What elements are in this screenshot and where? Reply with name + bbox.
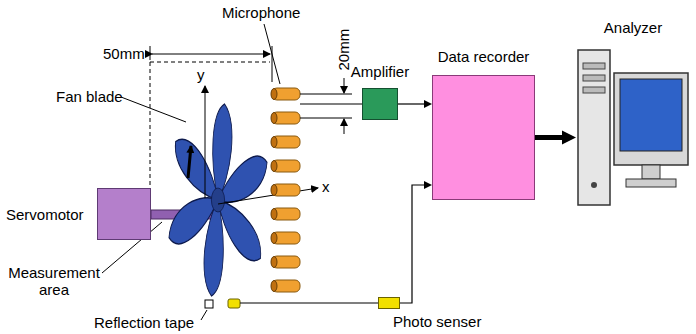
microphone-head	[271, 113, 277, 124]
leader-lines	[102, 24, 280, 320]
arrowhead	[562, 131, 576, 145]
part-label: Microphone	[222, 4, 300, 21]
arrowhead	[424, 100, 432, 108]
data-recorder-box: Data recorder	[432, 75, 535, 200]
microphone	[272, 208, 300, 220]
node-label: Data recorder	[438, 48, 530, 65]
servomotor-box: Servomotor	[97, 188, 151, 240]
axis-label: y	[197, 66, 205, 83]
arrowhead	[424, 181, 432, 189]
microphone-array	[271, 88, 300, 292]
node-label: Photo senser	[393, 313, 481, 330]
dimension-label: 20mm	[335, 29, 352, 71]
microphone-head	[271, 257, 277, 268]
axis-label: x	[322, 178, 330, 195]
signal-connector	[535, 131, 576, 145]
signal-connector	[400, 181, 432, 303]
part-label: Measurement area	[4, 264, 104, 299]
dimension-20mm	[300, 78, 352, 134]
connector-line	[398, 103, 425, 104]
reflection-tape	[205, 300, 213, 308]
connector-line	[535, 135, 563, 140]
microphone	[272, 232, 300, 244]
node-label: Amplifier	[351, 63, 409, 80]
x-axis	[218, 188, 318, 204]
microphone	[272, 256, 300, 268]
computer-icon	[576, 45, 690, 210]
microphone-head	[271, 161, 277, 172]
y-axis	[205, 86, 206, 198]
sensor-cable	[240, 302, 378, 303]
part-label: Fan blade	[56, 88, 123, 105]
node-label: Analyzer	[604, 19, 662, 36]
microphone-head	[271, 281, 277, 292]
microphone-head	[271, 89, 277, 100]
microphone	[272, 160, 300, 172]
microphone-head	[271, 233, 277, 244]
dimension-label: 50mm	[103, 45, 145, 62]
signal-connector	[398, 100, 432, 108]
photo-sensor-box: Photo senser	[378, 297, 400, 309]
microphone	[272, 112, 300, 124]
microphone-cable	[300, 103, 362, 104]
microphone	[272, 184, 300, 196]
connector-line	[400, 185, 425, 303]
fan-blade-drawing	[165, 104, 270, 296]
rotation-arrow	[188, 146, 191, 178]
amplifier-box: Amplifier	[362, 88, 398, 120]
microphone-head	[271, 185, 277, 196]
microphone	[272, 136, 300, 148]
microphone	[272, 88, 300, 100]
microphone-head	[271, 137, 277, 148]
microphone	[272, 280, 300, 292]
part-label: Reflection tape	[94, 314, 194, 331]
sensor-head	[228, 299, 240, 308]
dimension-50mm	[150, 46, 272, 82]
microphone-head	[271, 209, 277, 220]
analyzer-computer: Analyzer	[576, 45, 690, 210]
node-label: Servomotor	[6, 206, 84, 223]
